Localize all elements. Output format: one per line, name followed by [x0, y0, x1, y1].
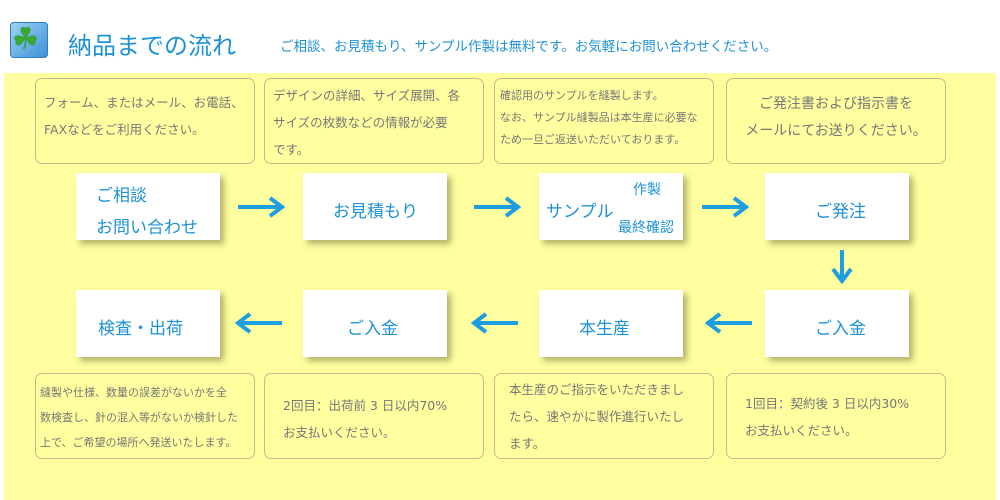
step-sample: サンプル 作製 最終確認: [539, 173, 683, 240]
note-line: ます。: [509, 436, 546, 451]
step-label: ご入金: [815, 319, 866, 339]
step-inspection-shipping: 検査・出荷: [76, 290, 220, 357]
note-line: なお、サンプル縫製品は本生産に必要な: [500, 111, 698, 124]
step-sublabel: 作製: [633, 182, 661, 198]
step-label: お見積もり: [333, 202, 418, 222]
arrow-down-icon: [830, 248, 854, 284]
note-line: 縫製や仕様、数量の誤差がないかを全: [40, 386, 227, 399]
note-line: メールにてお送りください。: [745, 123, 927, 139]
note-line: サイズの枚数などの情報が必要: [273, 115, 448, 130]
arrow-right-icon: [472, 196, 522, 218]
note-line: ご発注書および指示書を: [759, 96, 913, 112]
note-production: 本生産のご指示をいただきまし たら、速やかに製作進行いたし ます。: [494, 373, 714, 459]
step-label: サンプル: [546, 202, 614, 222]
step-label: お問い合わせ: [96, 218, 198, 238]
note-payment-2: 2回目：出荷前 3 日以内70% お支払いください。: [264, 373, 484, 459]
step-label: ご相談: [96, 186, 147, 206]
note-line: 本生産のご指示をいただきまし: [509, 382, 685, 397]
step-label: ご入金: [347, 319, 398, 339]
step-production: 本生産: [539, 290, 683, 357]
arrow-right-icon: [700, 196, 750, 218]
step-payment-1: ご入金: [765, 290, 909, 357]
step-sublabel: 最終確認: [618, 220, 674, 236]
note-line: ため一旦ご返送いただいております。: [500, 133, 686, 146]
page-subtitle: ご相談、お見積もり、サンプル作製は無料です。お気軽にお問い合わせください。: [280, 39, 778, 55]
note-line: お支払いください。: [745, 423, 858, 438]
note-line: 1回目：契約後 3 日以内30%: [745, 396, 910, 411]
note-line: FAXなどをご利用ください。: [44, 122, 205, 137]
step-payment-2: ご入金: [303, 290, 447, 357]
step-consultation: ご相談 お問い合わせ: [76, 173, 220, 240]
step-label: 検査・出荷: [98, 319, 183, 339]
step-label: 本生産: [579, 319, 630, 339]
arrow-left-icon: [704, 312, 754, 334]
note-line: 上で、ご希望の場所へ発送いたします。: [40, 436, 237, 449]
page-title: 納品までの流れ: [68, 32, 236, 60]
note-line: です。: [273, 142, 310, 157]
note-inspection: 縫製や仕様、数量の誤差がないかを全 数検査し、針の混入等がないか検針した 上で、…: [35, 373, 255, 459]
header: ☘ 納品までの流れ ご相談、お見積もり、サンプル作製は無料です。お気軽にお問い合…: [0, 0, 1000, 72]
note-payment-1: 1回目：契約後 3 日以内30% お支払いください。: [726, 373, 946, 459]
note-sample: 確認用のサンプルを縫製します。 なお、サンプル縫製品は本生産に必要な ため一旦ご…: [494, 78, 714, 164]
note-order: ご発注書および指示書を メールにてお送りください。: [726, 78, 946, 164]
arrow-left-icon: [234, 312, 284, 334]
note-line: 2回目：出荷前 3 日以内70%: [283, 398, 448, 413]
clover-icon: ☘: [12, 22, 39, 57]
note-line: たら、速やかに製作進行いたし: [509, 409, 685, 424]
arrow-left-icon: [470, 312, 520, 334]
step-label: ご発注: [815, 202, 866, 222]
note-line: フォーム、またはメール、お電話、: [44, 95, 244, 110]
arrow-right-icon: [236, 196, 286, 218]
note-line: 数検査し、針の混入等がないか検針した: [40, 411, 238, 424]
clover-icon-box: ☘: [10, 22, 48, 58]
note-line: 確認用のサンプルを縫製します。: [500, 89, 664, 102]
note-consultation: フォーム、またはメール、お電話、 FAXなどをご利用ください。: [35, 78, 255, 164]
step-order: ご発注: [765, 173, 909, 240]
note-line: デザインの詳細、サイズ展開、各: [273, 88, 461, 103]
note-estimate: デザインの詳細、サイズ展開、各 サイズの枚数などの情報が必要 です。: [264, 78, 484, 164]
step-estimate: お見積もり: [303, 173, 447, 240]
note-line: お支払いください。: [283, 425, 396, 440]
